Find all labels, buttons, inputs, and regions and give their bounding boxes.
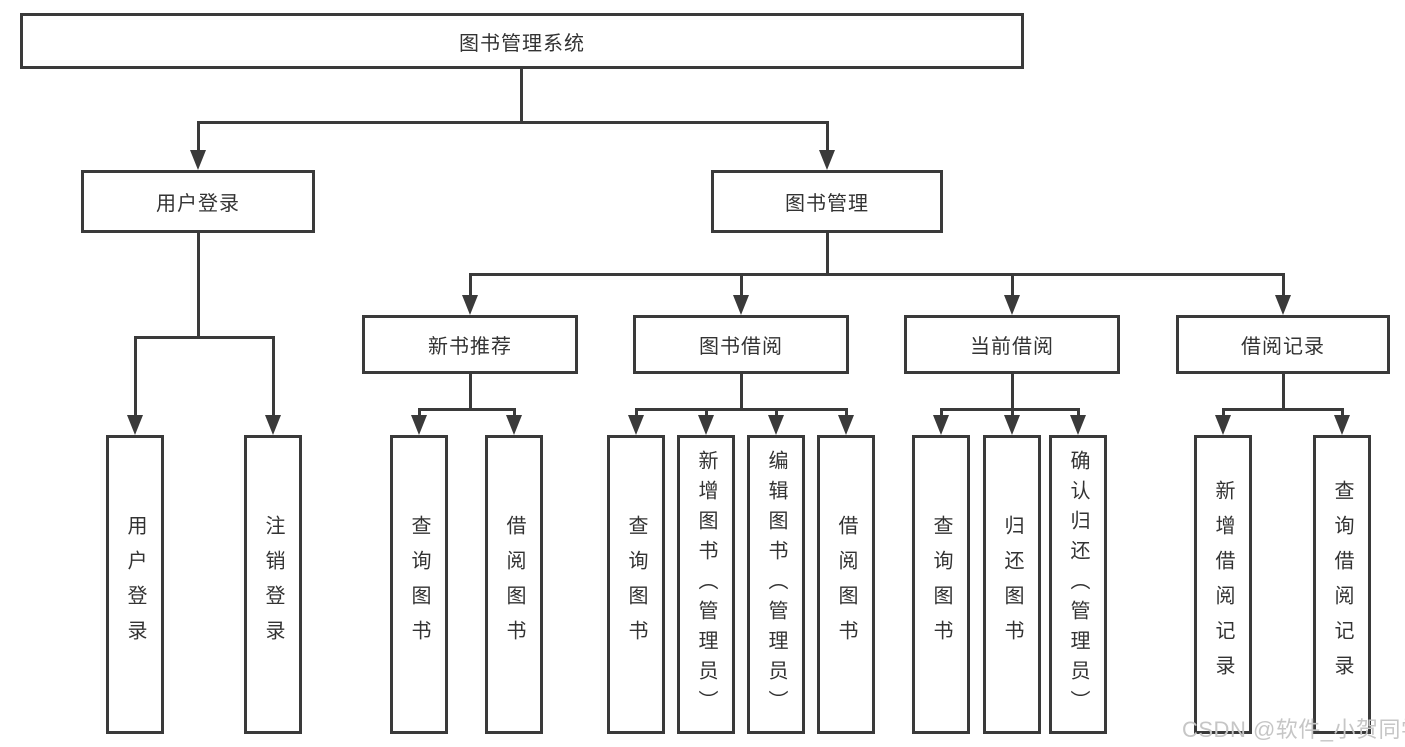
leaf-query-books-3: 查询图书 (912, 435, 970, 734)
connector-line (1011, 374, 1014, 408)
arrow-down-icon (1334, 415, 1350, 435)
connector-line (520, 69, 523, 121)
node-label: 编辑图书（管理员） (765, 449, 787, 720)
leaf-query-books-1: 查询图书 (390, 435, 448, 734)
leaf-add-borrow-record: 新增借阅记录 (1194, 435, 1252, 734)
node-current-borrowing: 当前借阅 (904, 315, 1120, 374)
arrow-down-icon (1004, 295, 1020, 315)
connector-line (197, 121, 200, 152)
connector-line (740, 374, 743, 408)
arrow-down-icon (933, 415, 949, 435)
connector-line (1341, 408, 1344, 417)
connector-line (940, 408, 943, 417)
leaf-add-books-admin: 新增图书（管理员） (677, 435, 735, 734)
leaf-confirm-return-admin: 确认归还（管理员） (1049, 435, 1107, 734)
node-label: 查询图书 (625, 514, 647, 655)
connector-line (469, 273, 1285, 276)
connector-line (418, 408, 516, 411)
node-label: 新书推荐 (428, 336, 512, 358)
connector-line (826, 233, 829, 273)
node-label: 查询借阅记录 (1331, 479, 1353, 690)
connector-line (469, 273, 472, 297)
arrow-down-icon (733, 295, 749, 315)
node-label: 借阅图书 (503, 514, 525, 655)
node-user-login: 用户登录 (81, 170, 315, 233)
node-label: 图书管理 (785, 193, 869, 215)
connector-line (845, 408, 848, 417)
connector-line (940, 408, 1080, 411)
node-label: 注销登录 (262, 514, 284, 655)
arrow-down-icon (1215, 415, 1231, 435)
leaf-query-books-2: 查询图书 (607, 435, 665, 734)
watermark: CSDN @软件_小贺同学 (1182, 717, 1405, 742)
connector-line (197, 121, 829, 124)
node-label: 新增图书（管理员） (695, 449, 717, 720)
node-book-management: 图书管理 (711, 170, 943, 233)
leaf-user-login: 用户登录 (106, 435, 164, 734)
node-label: 借阅记录 (1241, 336, 1325, 358)
connector-line (418, 408, 421, 417)
leaf-borrow-books-1: 借阅图书 (485, 435, 543, 734)
connector-line (1077, 408, 1080, 417)
arrow-down-icon (838, 415, 854, 435)
arrow-down-icon (127, 415, 143, 435)
node-label: 用户登录 (156, 193, 240, 215)
node-new-book-recommend: 新书推荐 (362, 315, 578, 374)
leaf-return-books: 归还图书 (983, 435, 1041, 734)
arrow-down-icon (462, 295, 478, 315)
node-book-borrowing: 图书借阅 (633, 315, 849, 374)
leaf-borrow-books-2: 借阅图书 (817, 435, 875, 734)
connector-line (826, 121, 829, 152)
arrow-down-icon (628, 415, 644, 435)
node-label: 查询图书 (408, 514, 430, 655)
connector-line (1011, 273, 1014, 297)
node-label: 当前借阅 (970, 336, 1054, 358)
arrow-down-icon (411, 415, 427, 435)
arrow-down-icon (506, 415, 522, 435)
node-library-management-system: 图书管理系统 (20, 13, 1024, 69)
node-label: 图书借阅 (699, 336, 783, 358)
connector-line (705, 408, 708, 417)
arrow-down-icon (190, 150, 206, 170)
connector-line (775, 408, 778, 417)
connector-line (740, 273, 743, 297)
arrow-down-icon (265, 415, 281, 435)
connector-line (635, 408, 848, 411)
connector-line (197, 233, 200, 336)
node-label: 用户登录 (124, 514, 146, 655)
connector-line (1282, 374, 1285, 408)
node-borrowing-records: 借阅记录 (1176, 315, 1390, 374)
connector-line (134, 336, 137, 417)
leaf-logout: 注销登录 (244, 435, 302, 734)
node-label: 查询图书 (930, 514, 952, 655)
node-label: 归还图书 (1001, 514, 1023, 655)
connector-line (1011, 408, 1014, 417)
connector-line (513, 408, 516, 417)
leaf-query-borrow-record: 查询借阅记录 (1313, 435, 1371, 734)
arrow-down-icon (1070, 415, 1086, 435)
node-label: 新增借阅记录 (1212, 479, 1234, 690)
connector-line (1282, 273, 1285, 297)
node-label: 确认归还（管理员） (1067, 449, 1089, 720)
node-label: 图书管理系统 (459, 32, 585, 55)
connector-line (635, 408, 638, 417)
arrow-down-icon (1275, 295, 1291, 315)
connector-line (469, 374, 472, 408)
connector-line (1222, 408, 1344, 411)
leaf-edit-books-admin: 编辑图书（管理员） (747, 435, 805, 734)
arrow-down-icon (819, 150, 835, 170)
connector-line (134, 336, 275, 339)
arrow-down-icon (1004, 415, 1020, 435)
connector-line (272, 336, 275, 417)
arrow-down-icon (698, 415, 714, 435)
node-label: 借阅图书 (835, 514, 857, 655)
connector-line (1222, 408, 1225, 417)
arrow-down-icon (768, 415, 784, 435)
